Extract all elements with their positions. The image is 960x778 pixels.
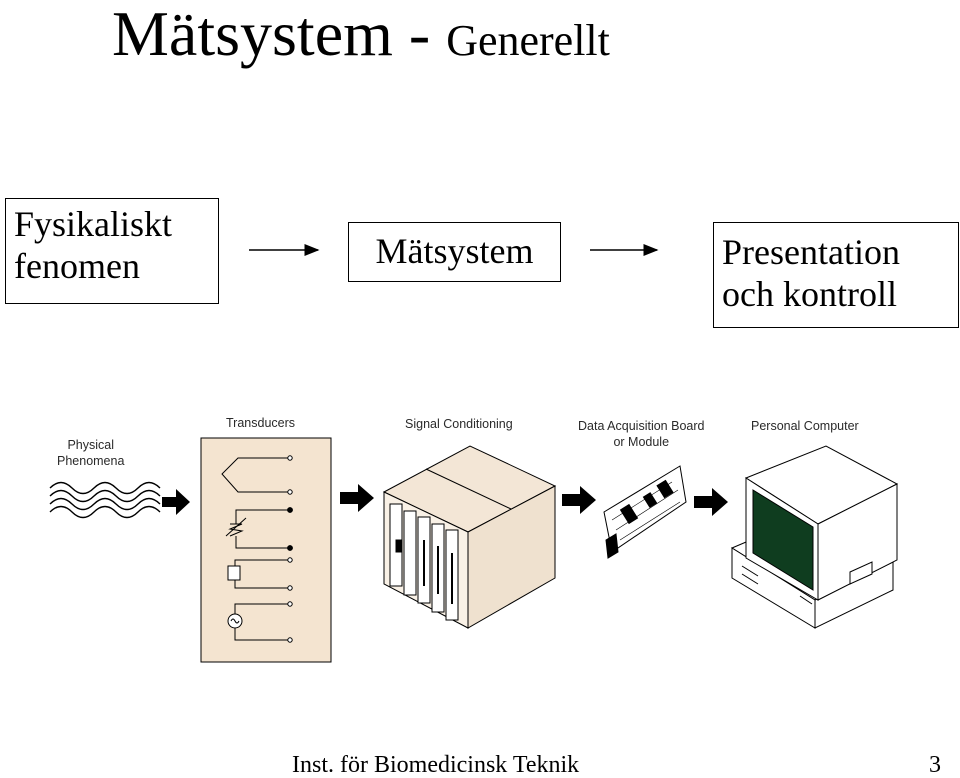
title-text: Mätsystem - <box>112 0 447 69</box>
wave-icon <box>49 481 161 519</box>
daq-label-line1: Data Acquisition Board <box>578 419 705 433</box>
measurement-system-box: Mätsystem <box>348 222 561 282</box>
block-arrow-4 <box>694 488 728 516</box>
box2-label: Mätsystem <box>375 231 534 271</box>
transducers-label: Transducers <box>226 416 296 430</box>
box1-line1: Fysikaliskt <box>14 204 173 244</box>
box3-line2: och kontroll <box>722 274 897 314</box>
computer-icon <box>730 445 899 629</box>
physical-label-line1: Physical <box>67 438 114 452</box>
signal-conditioning-label: Signal Conditioning <box>405 417 513 431</box>
signal-conditioning-rack <box>382 445 557 629</box>
box3-line1: Presentation <box>722 232 900 272</box>
box1-line2: fenomen <box>14 246 140 286</box>
physical-label-line2: Phenomena <box>57 454 125 468</box>
daq-board-icon <box>603 465 687 559</box>
stage-arrows <box>162 484 728 516</box>
personal-computer-label: Personal Computer <box>751 419 859 433</box>
title-subtitle: Generellt <box>446 16 610 65</box>
block-arrow-3 <box>562 486 596 514</box>
page-number: 3 <box>929 752 941 778</box>
daq-label: Data Acquisition Board or Module <box>578 418 704 450</box>
block-arrow-1 <box>162 489 190 515</box>
physical-phenomena-label: Physical Phenomena <box>57 437 124 469</box>
block-arrow-2 <box>340 484 374 512</box>
daq-label-line2: or Module <box>613 435 670 449</box>
footer-institution: Inst. för Biomedicinsk Teknik <box>292 752 580 778</box>
physical-phenomenon-box: Fysikaliskt fenomen <box>5 198 219 304</box>
presentation-control-box: Presentation och kontroll <box>713 222 959 328</box>
transducer-panel <box>200 437 332 663</box>
slide-title: Mätsystem - Generellt <box>112 0 610 81</box>
